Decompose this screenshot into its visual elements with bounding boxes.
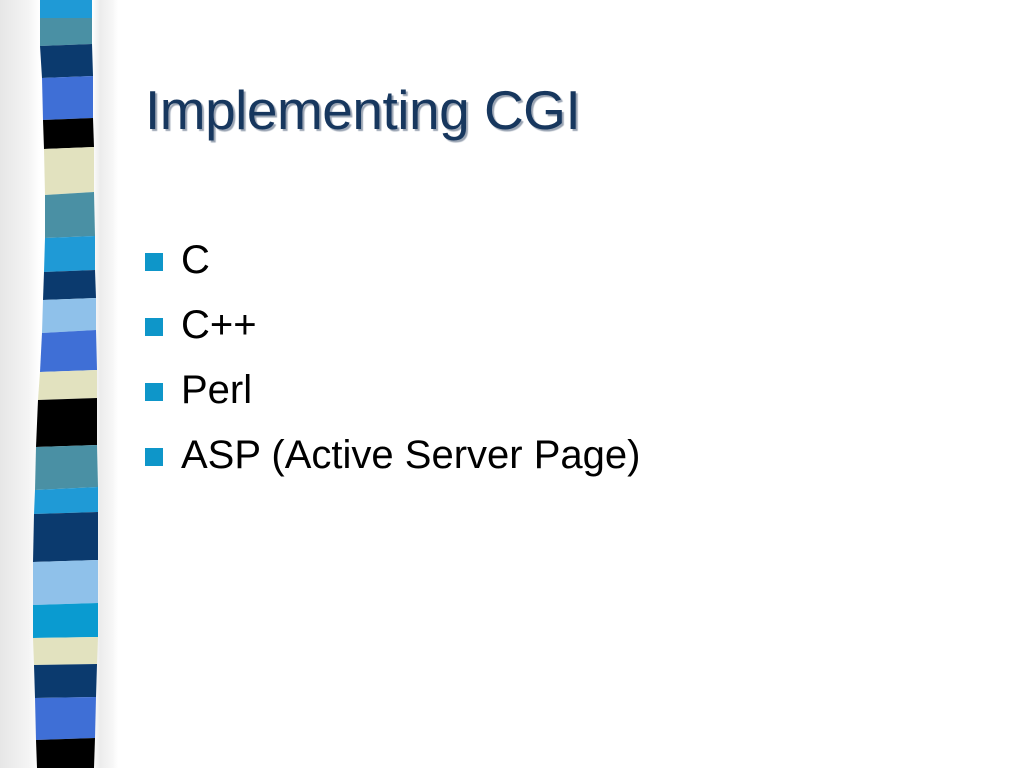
strip-segment	[33, 560, 98, 605]
slide-title: Implementing CGI	[145, 79, 581, 141]
bullet-list: C C++ Perl ASP (Active Server Page)	[145, 228, 640, 488]
strip-segment	[40, 18, 92, 46]
strip-segment	[40, 330, 97, 372]
strip-segment	[43, 270, 96, 300]
square-bullet-icon	[145, 447, 163, 466]
strip-segment	[33, 603, 98, 638]
bullet-item: Perl	[145, 358, 640, 423]
bullet-text: C	[181, 238, 210, 282]
strip-segment	[40, 0, 92, 18]
bullet-text: C++	[181, 303, 257, 347]
strip-segment	[33, 637, 98, 665]
strip-segment	[34, 487, 98, 514]
strip-segment	[36, 398, 97, 447]
bullet-item: C++	[145, 293, 640, 358]
square-bullet-icon	[145, 252, 163, 271]
strip-segment	[44, 236, 95, 272]
strip-segment	[34, 664, 97, 698]
strip-segment	[35, 445, 98, 490]
strip-segment	[42, 76, 93, 120]
strip-segment	[42, 298, 96, 333]
bullet-text: Perl	[181, 368, 253, 412]
square-bullet-icon	[145, 317, 163, 336]
square-bullet-icon	[145, 382, 163, 401]
strip-segment	[44, 147, 94, 195]
strip-segment	[35, 697, 96, 740]
strip-segment	[38, 370, 97, 400]
strip-segment	[40, 44, 93, 78]
strip-segment	[36, 738, 95, 768]
strip-segment	[45, 192, 95, 238]
strip-segment	[43, 118, 94, 149]
bullet-text: ASP (Active Server Page)	[181, 433, 641, 477]
strip-segment	[33, 512, 98, 562]
bullet-item: C	[145, 228, 640, 293]
bullet-item: ASP (Active Server Page)	[145, 423, 640, 488]
